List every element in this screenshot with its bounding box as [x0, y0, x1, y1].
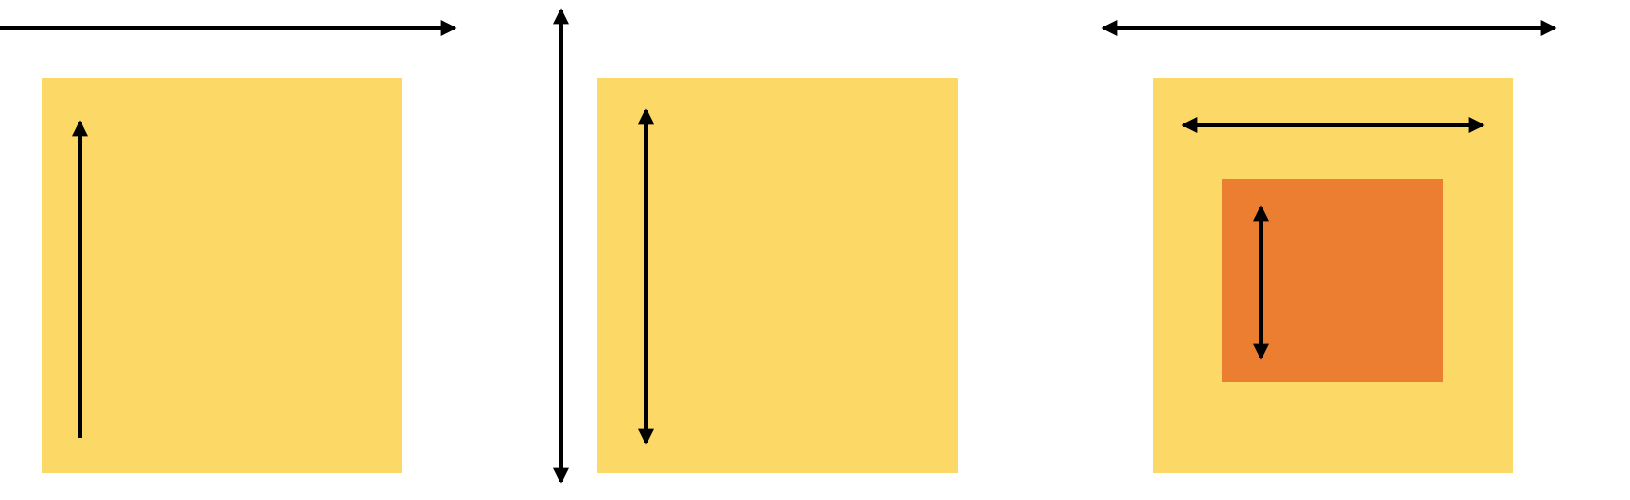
panel-3: [1101, 20, 1557, 473]
panel-2: [553, 8, 958, 484]
panel-1: [0, 20, 457, 473]
panel-2-box: [597, 78, 958, 473]
panel-3-inner-box: [1222, 179, 1443, 382]
panel-1-box: [42, 78, 402, 473]
